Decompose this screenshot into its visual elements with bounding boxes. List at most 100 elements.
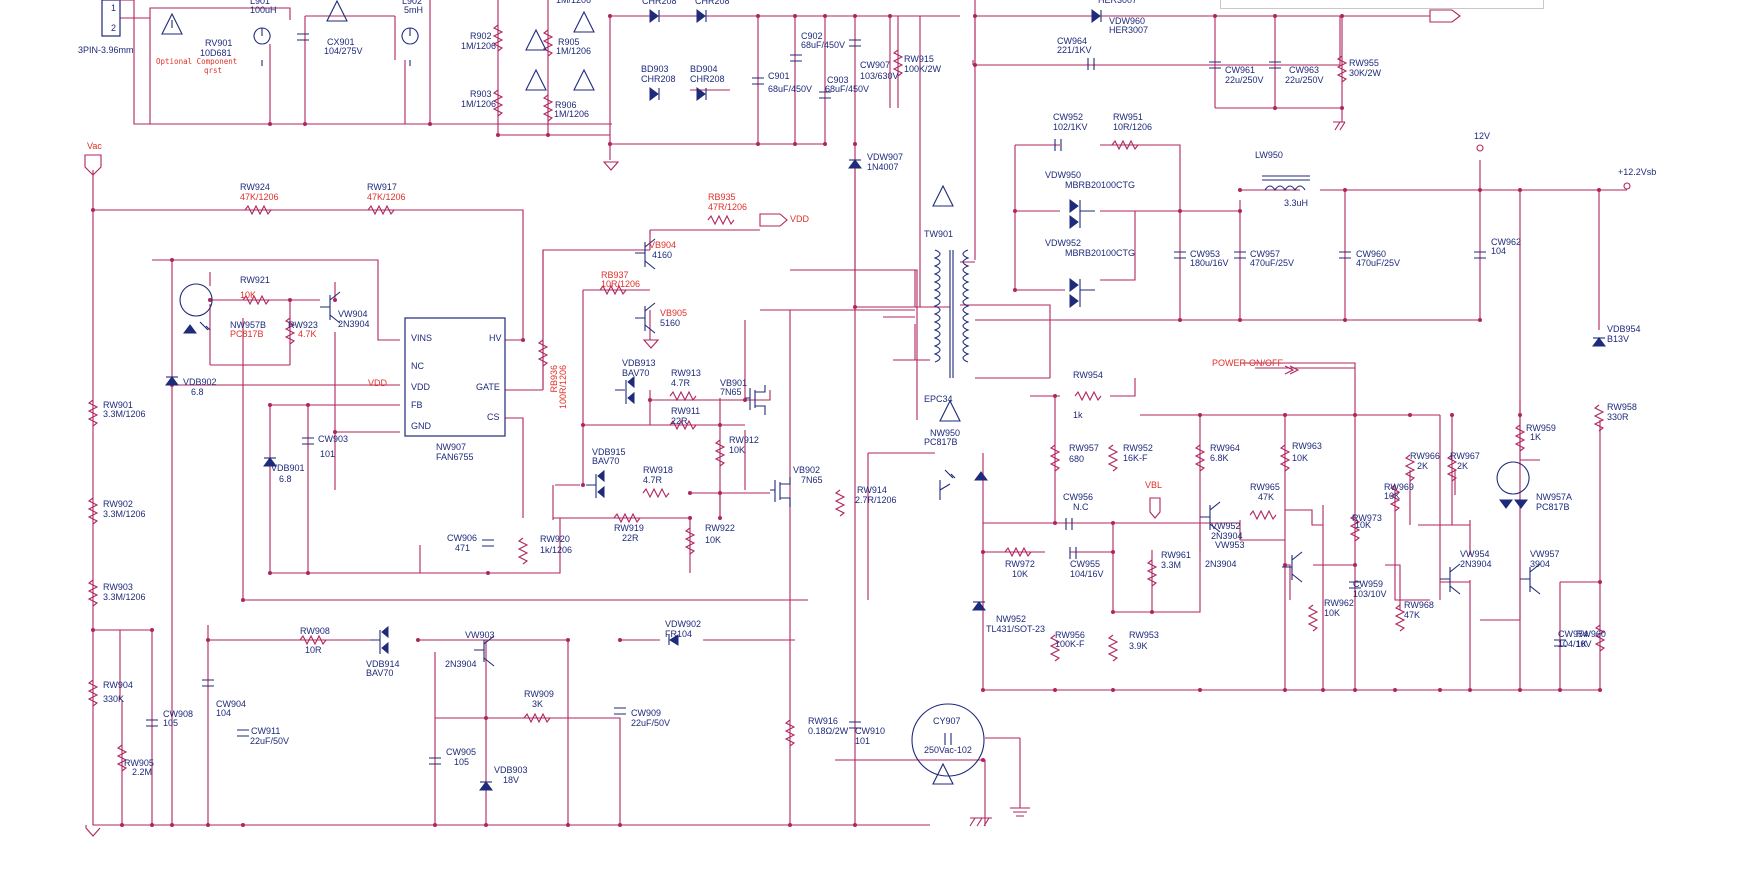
label-cw908v: 105 bbox=[163, 718, 178, 728]
label-vdw902: VDW902 bbox=[665, 619, 701, 629]
label-rb935: RB935 bbox=[708, 192, 736, 202]
label-epc34: EPC34 bbox=[924, 394, 953, 404]
transformer-tw901 bbox=[933, 249, 970, 378]
label-l901v: 100uH bbox=[250, 5, 277, 15]
label-vw954v: 2N3904 bbox=[1460, 559, 1492, 569]
label-cw907: CW907 bbox=[860, 60, 890, 70]
label-vdb903: VDB903 bbox=[494, 765, 528, 775]
label-c902: C902 bbox=[801, 31, 823, 41]
label-rw912v: 10K bbox=[729, 445, 745, 455]
label-rw924: RW924 bbox=[240, 182, 270, 192]
label-rb936v: 100R/1206 bbox=[558, 365, 568, 409]
label-cw954v: 104/10V bbox=[1558, 639, 1592, 649]
label-rw902: RW902 bbox=[103, 499, 133, 509]
label-rw909v: 3K bbox=[532, 699, 543, 709]
label-ic-vins: VINS bbox=[411, 333, 432, 343]
label-rw913: RW913 bbox=[671, 368, 701, 378]
label-vw903: VW903 bbox=[465, 630, 495, 640]
optocouplers bbox=[179, 283, 1530, 509]
label-rw966: RW966 bbox=[1410, 451, 1440, 461]
label-c903: C903 bbox=[827, 75, 849, 85]
label-j-pin2: 2 bbox=[111, 23, 116, 33]
label-rb935v: 47R/1206 bbox=[708, 202, 747, 212]
label-l902: L902 bbox=[402, 0, 422, 6]
label-vdw952v: MBRB20100CTG bbox=[1065, 248, 1135, 258]
label-bd901: CHR208 bbox=[642, 0, 677, 6]
label-r903: R903 bbox=[470, 89, 492, 99]
label-nw957b: NW957B bbox=[230, 320, 266, 330]
label-cx901: CX901 bbox=[327, 37, 355, 47]
label-rw957v: 680 bbox=[1069, 454, 1084, 464]
label-rw967: RW967 bbox=[1450, 451, 1480, 461]
label-rw961: RW961 bbox=[1161, 550, 1191, 560]
label-cw911: CW911 bbox=[251, 726, 280, 736]
label-vdw907v: 1N4007 bbox=[867, 162, 899, 172]
label-nw952: NW952 bbox=[996, 614, 1026, 624]
label-rw920: RW920 bbox=[540, 534, 570, 544]
label-bd903: BD903 bbox=[641, 64, 669, 74]
label-c903v: 68uF/450V bbox=[825, 84, 869, 94]
label-c901v: 68uF/450V bbox=[768, 84, 812, 94]
label-vdw902v: FR104 bbox=[665, 629, 692, 639]
label-vdd1: VDD bbox=[790, 214, 810, 224]
label-vdb901v: 6.8 bbox=[279, 474, 292, 484]
label-ic-fb: FB bbox=[411, 400, 423, 410]
label-nw950: NW950 bbox=[930, 428, 960, 438]
label-r903v: 1M/1206 bbox=[461, 99, 496, 109]
label-rw952: RW952 bbox=[1123, 443, 1153, 453]
label-her3007a: HER3007 bbox=[1098, 0, 1137, 5]
label-ic-gnd: GND bbox=[411, 421, 432, 431]
label-r906v: 1M/1206 bbox=[554, 109, 589, 119]
label-rw951: RW951 bbox=[1113, 112, 1143, 122]
label-cw953v: 180u/16V bbox=[1190, 258, 1229, 268]
label-vdb901: VDB901 bbox=[271, 463, 305, 473]
label-cw904: CW904 bbox=[216, 699, 246, 709]
label-cw955v: 104/16V bbox=[1070, 569, 1104, 579]
label-cw906: CW906 bbox=[447, 533, 477, 543]
label-rw955: RW955 bbox=[1349, 58, 1379, 68]
label-nw907: NW907 bbox=[436, 442, 466, 452]
fan6755-ic bbox=[404, 317, 506, 437]
label-vdw960: VDW960 bbox=[1109, 16, 1145, 26]
label-c901: C901 bbox=[768, 71, 790, 81]
label-rw953v: 3.9K bbox=[1129, 641, 1148, 651]
label-vb902: VB902 bbox=[793, 465, 820, 475]
label-cw906v: 471 bbox=[455, 543, 470, 553]
label-tw901: TW901 bbox=[924, 229, 953, 239]
label-vw952: VW952 bbox=[1211, 521, 1241, 531]
label-r906: R906 bbox=[555, 100, 577, 110]
label-rw968v: 47K bbox=[1404, 610, 1420, 620]
label-vw904v: 2N3904 bbox=[338, 319, 370, 329]
label-rw911: RW911 bbox=[671, 406, 700, 416]
label-vw953v: 2N3904 bbox=[1205, 559, 1237, 569]
label-rw916: RW916 bbox=[808, 716, 838, 726]
label-bd902: CHR208 bbox=[695, 0, 730, 6]
label-vb904: VB904 bbox=[649, 240, 676, 250]
label-rw903: RW903 bbox=[103, 582, 133, 592]
label-rw915: RW915 bbox=[904, 54, 934, 64]
label-j-pin1: 1 bbox=[111, 3, 116, 13]
label-rw919: RW919 bbox=[614, 523, 644, 533]
label-rw954v: 1k bbox=[1073, 410, 1083, 420]
label-cw903v: 101 bbox=[320, 449, 335, 459]
label-rw912: RW912 bbox=[729, 435, 759, 445]
label-rw960v: 1K bbox=[1576, 639, 1587, 649]
label-rw921v: 10K bbox=[240, 290, 256, 300]
label-cw957: CW957 bbox=[1250, 249, 1280, 259]
label-rw904: RW904 bbox=[103, 680, 133, 690]
label-bd904: BD904 bbox=[690, 64, 718, 74]
label-cw962v: 104 bbox=[1491, 246, 1506, 256]
label-rw973v: 10K bbox=[1355, 520, 1371, 530]
label-vw952v: 2N3904 bbox=[1211, 531, 1243, 541]
label-ic-nc: NC bbox=[411, 361, 424, 371]
label-vdd2: VDD bbox=[368, 378, 388, 388]
label-vb901v: 7N65 bbox=[720, 387, 742, 397]
label-rw922: RW922 bbox=[705, 523, 735, 533]
label-cw907v: 103/630V bbox=[860, 71, 899, 81]
label-vdw960v: HER3007 bbox=[1109, 25, 1148, 35]
label-rw923: RW923 bbox=[288, 320, 318, 330]
label-vbl: VBL bbox=[1145, 480, 1162, 490]
label-rb937v: 10R/1206 bbox=[601, 279, 640, 289]
label-ic-gate: GATE bbox=[476, 382, 500, 392]
label-rw959: RW959 bbox=[1526, 423, 1556, 433]
